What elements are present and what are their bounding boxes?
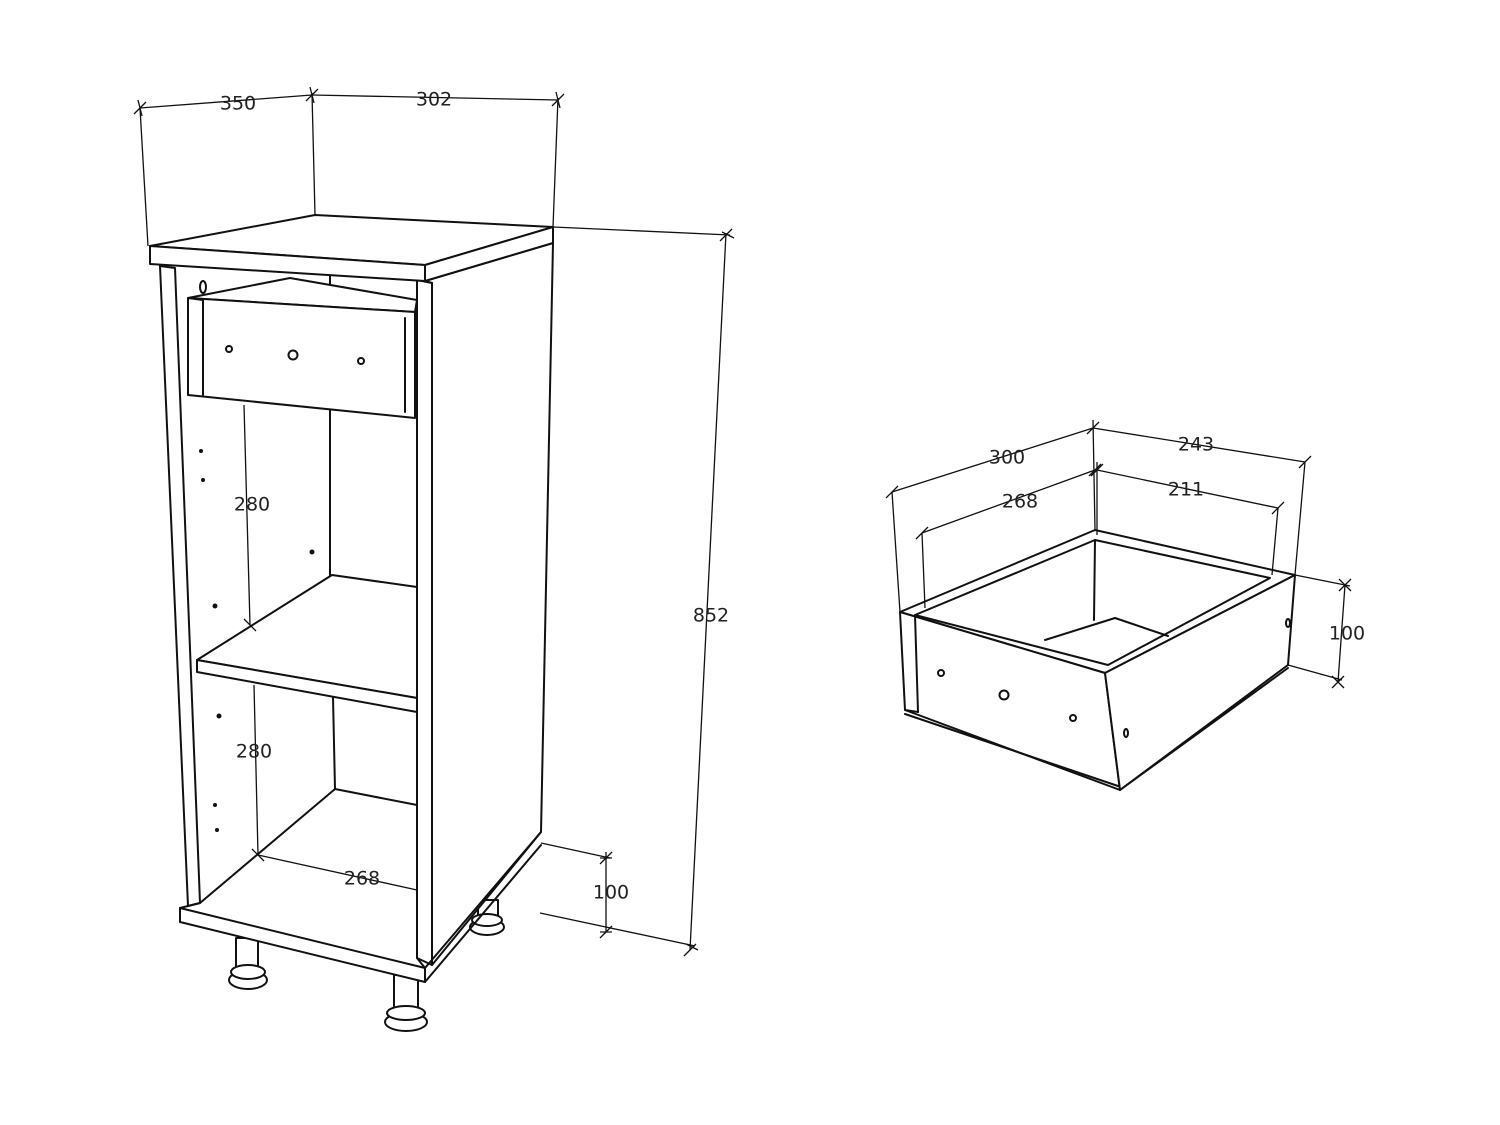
cabinet-dimension-lines <box>133 86 735 957</box>
back-panel-edge <box>332 696 336 790</box>
dim-label-300: 300 <box>989 447 1025 469</box>
dim-label-243: 243 <box>1178 434 1214 456</box>
bottom-panel <box>179 907 426 983</box>
dim-label-100: 100 <box>1329 623 1365 645</box>
right-side-front-edge <box>416 279 433 966</box>
dim-label-302: 302 <box>416 89 452 111</box>
cabinet-drawer <box>187 277 418 419</box>
dim-label-211: 211 <box>1168 479 1204 501</box>
back-panel-edge <box>334 788 418 806</box>
dim-label-280-upper: 280 <box>234 494 270 516</box>
leg-back-right <box>469 899 505 936</box>
right-side-panel <box>424 242 554 966</box>
drawer-hole <box>225 345 233 353</box>
drawer-hole <box>357 357 365 365</box>
bottom-back-edge <box>199 788 336 904</box>
leg-front-left <box>228 937 268 990</box>
drawer: 300 243 268 211 100 <box>885 419 1365 791</box>
dim-label-852: 852 <box>693 605 729 627</box>
dim-label-280-lower: 280 <box>236 741 272 763</box>
leg-front-right <box>384 974 428 1032</box>
top-panel <box>149 214 554 282</box>
cabinet: 350 302 852 280 280 268 100 <box>133 86 735 1032</box>
dim-label-268: 268 <box>344 868 380 890</box>
dim-label-350: 350 <box>220 93 256 115</box>
drawer-handle-hole <box>287 349 299 361</box>
drawer-dimension-lines <box>885 419 1352 689</box>
shelf <box>196 574 418 713</box>
drawer-handle-hole <box>998 689 1010 701</box>
shelf-pin-holes <box>199 449 315 832</box>
dim-label-100: 100 <box>593 882 629 904</box>
dim-label-268: 268 <box>1002 491 1038 513</box>
